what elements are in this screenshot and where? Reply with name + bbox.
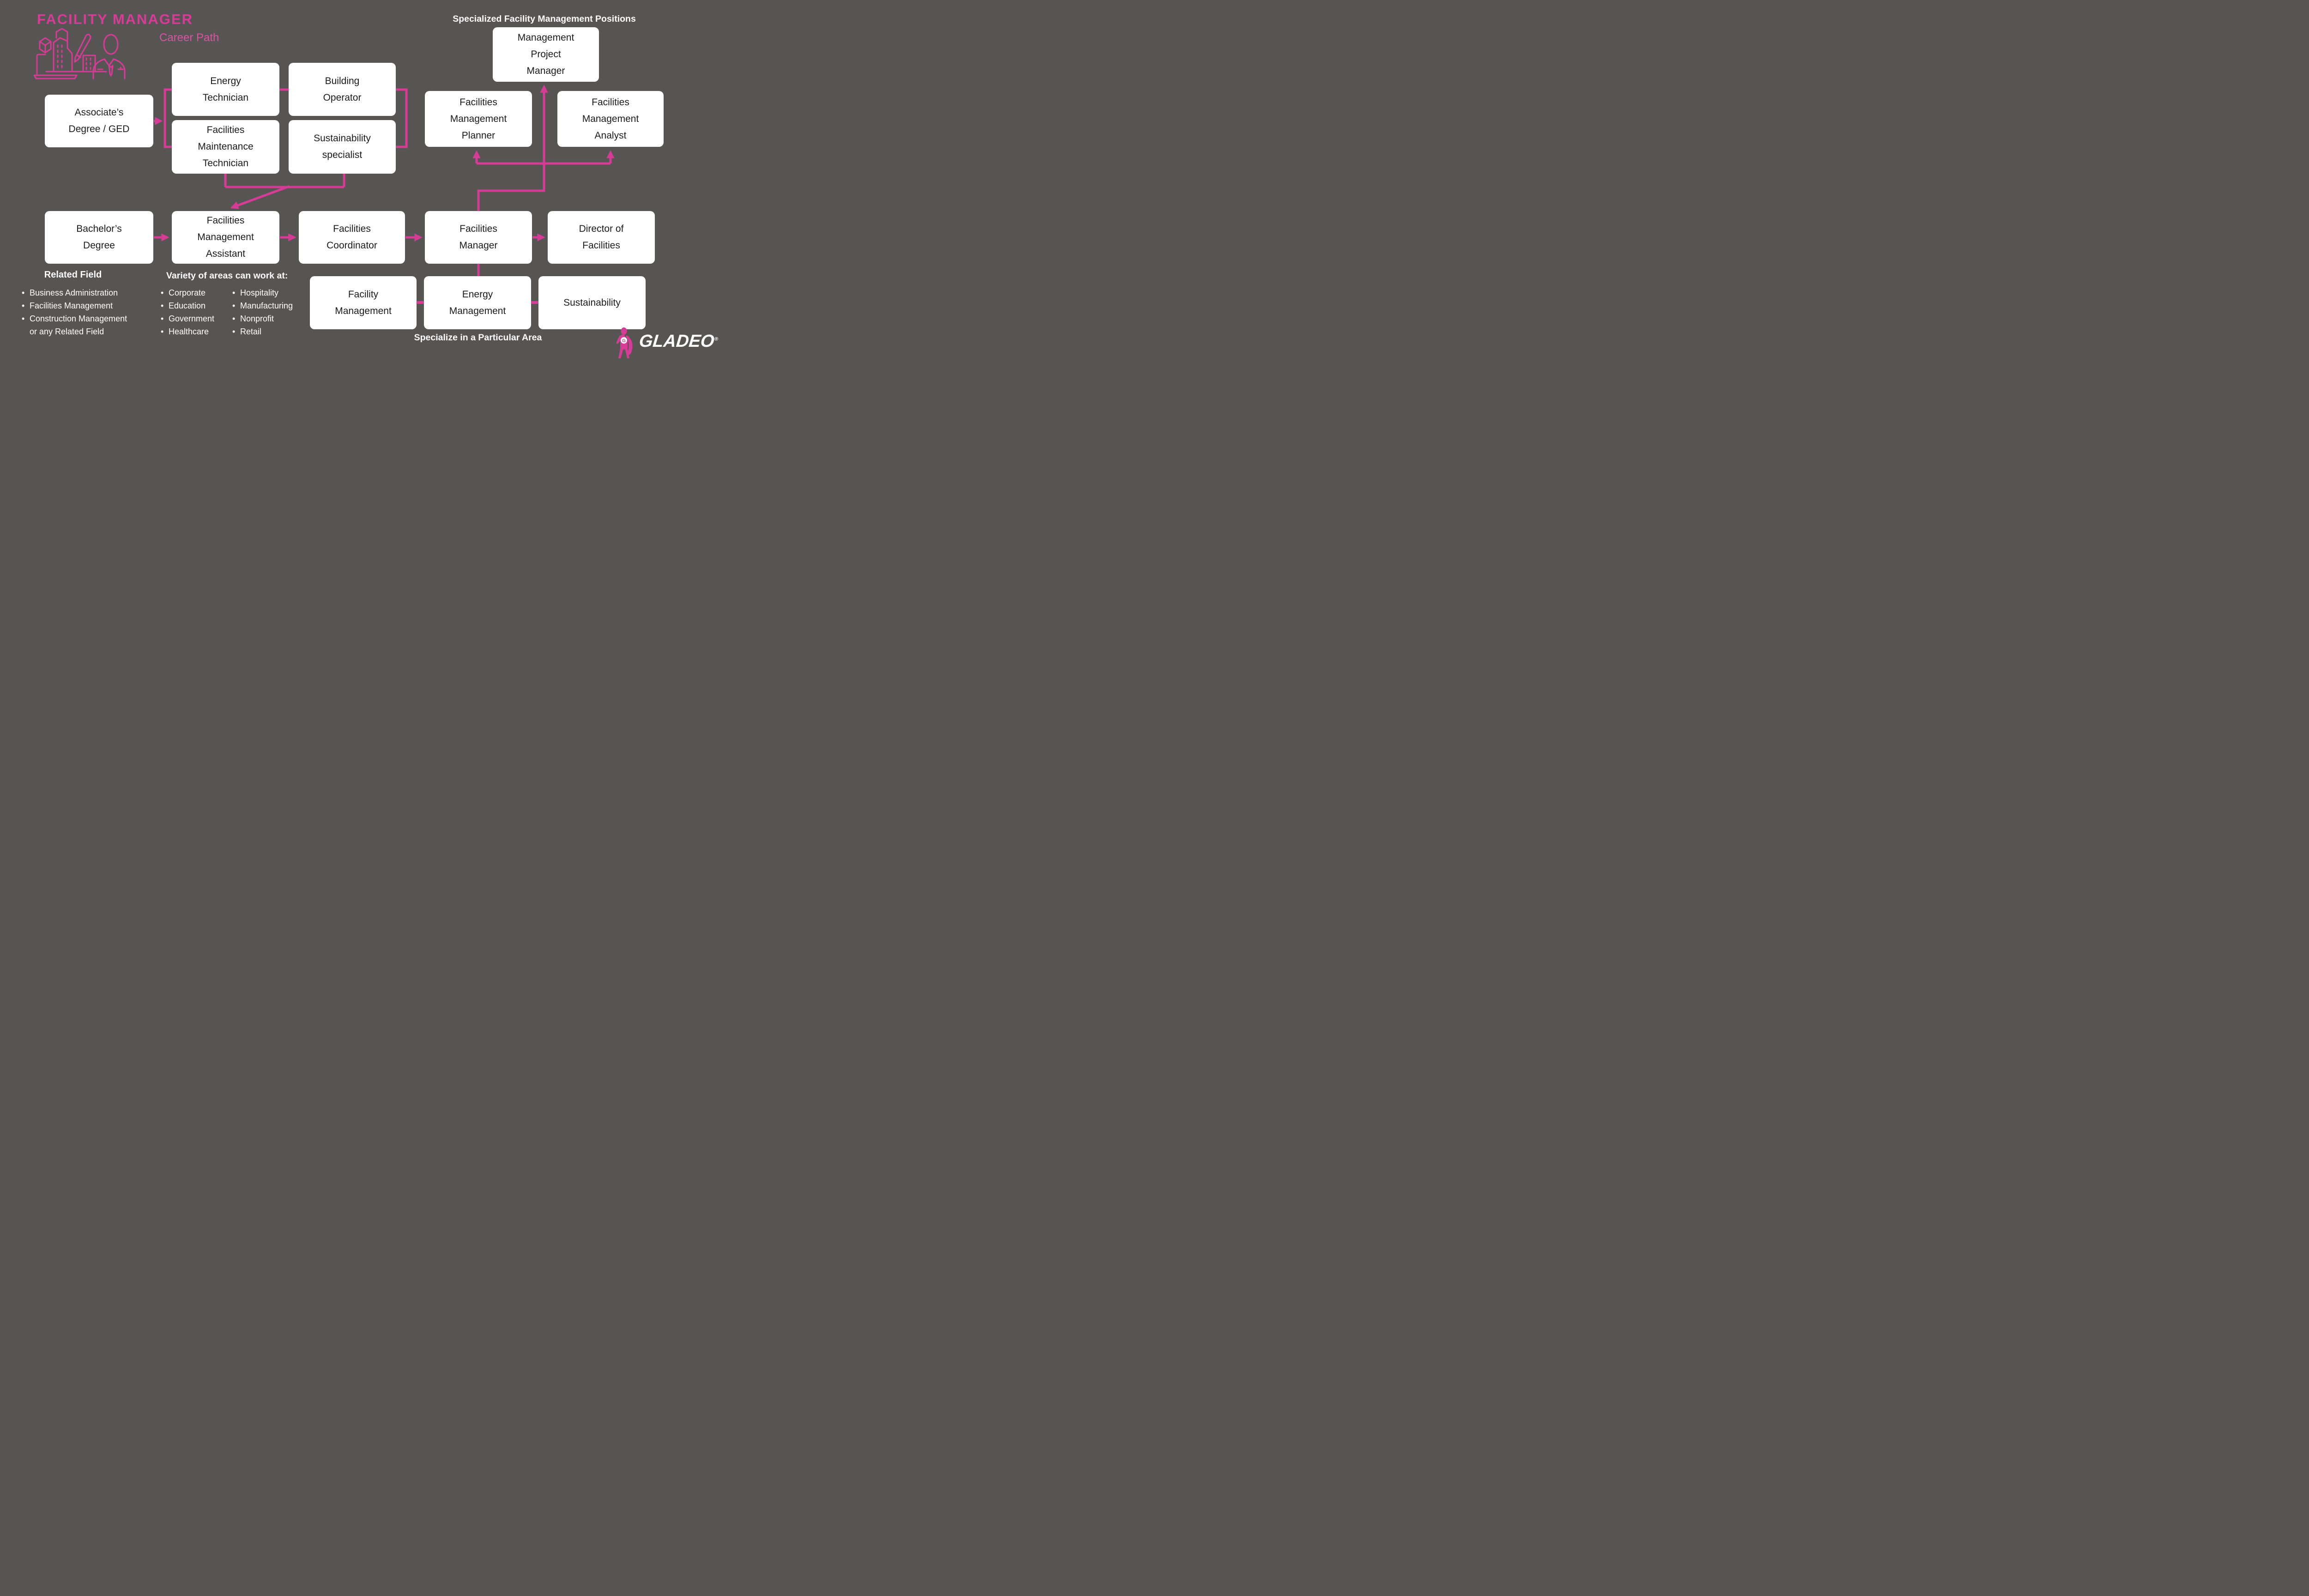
laptop-icon [33, 54, 78, 79]
cube-icon [39, 37, 52, 54]
node-label: Facilities Management Analyst [582, 97, 639, 141]
gladeo-wordmark: GLADEO® [638, 332, 719, 351]
node-management-project-manager: Management Project Manager [493, 27, 599, 82]
related-field-heading: Related Field [44, 270, 102, 280]
arrow-entry-jobs-to-assistant [230, 185, 290, 209]
connector-lines [154, 85, 615, 304]
node-facilities-management-assistant: Facilities Management Assistant [172, 211, 279, 264]
svg-text:G: G [622, 339, 626, 344]
node-energy-management: Energy Management [424, 276, 531, 329]
node-label: Bachelor’s Degree [76, 224, 122, 251]
list-item: Manufacturing [232, 299, 311, 312]
entry-bracket-left [163, 88, 172, 148]
page-subtitle: Career Path [159, 31, 219, 44]
node-label: Facilities Management Planner [450, 97, 507, 141]
related-field-list: Business Administration Facilities Manag… [22, 286, 160, 338]
node-label: Building Operator [323, 75, 362, 103]
node-label: Director of Facilities [579, 224, 624, 251]
node-label: Facilities Maintenance Technician [198, 125, 254, 169]
node-sustainability: Sustainability [538, 276, 646, 329]
person-icon [92, 34, 126, 79]
list-item: Facilities Management [22, 299, 160, 312]
buildings-icon [45, 28, 107, 73]
list-item: Business Administration [22, 286, 160, 299]
arrow-manager-to-project-manager [477, 85, 548, 211]
work-areas-list-col1: Corporate Education Government Healthcar… [161, 286, 230, 338]
node-bachelors-degree: Bachelor’s Degree [45, 211, 153, 264]
list-item: Hospitality [232, 286, 311, 299]
node-facilities-maintenance-technician: Facilities Maintenance Technician [172, 120, 279, 174]
page-title: FACILITY MANAGER [37, 11, 193, 27]
gladeo-logo: G GLADEO® [610, 327, 721, 360]
facility-manager-icon [33, 28, 126, 79]
list-item: Healthcare [161, 325, 230, 338]
node-energy-technician: Energy Technician [172, 63, 279, 116]
node-facilities-management-planner: Facilities Management Planner [425, 91, 532, 147]
list-item: Government [161, 312, 230, 325]
node-label: Facility Management [335, 289, 392, 316]
work-areas-list-col2: Hospitality Manufacturing Nonprofit Reta… [232, 286, 311, 338]
node-label: Energy Management [449, 289, 506, 316]
list-item: Education [161, 299, 230, 312]
list-item: Corporate [161, 286, 230, 299]
node-label: Sustainability specialist [314, 133, 371, 160]
node-label: Management Project Manager [517, 32, 574, 76]
list-item: Nonprofit [232, 312, 311, 325]
gladeo-mascot-icon: G [616, 327, 633, 358]
specialized-positions-heading: Specialized Facility Management Position… [453, 14, 636, 24]
registered-mark: ® [714, 336, 719, 342]
node-facility-management: Facility Management [310, 276, 417, 329]
career-path-infographic: FACILITY MANAGER Career Path [0, 0, 724, 362]
node-facilities-management-analyst: Facilities Management Analyst [557, 91, 664, 147]
specialize-caption: Specialize in a Particular Area [414, 332, 542, 343]
node-label: Sustainability [563, 297, 621, 308]
node-facilities-coordinator: Facilities Coordinator [299, 211, 405, 264]
node-label: Facilities Management Assistant [197, 215, 254, 259]
list-item: Construction Management or any Related F… [22, 312, 160, 338]
node-building-operator: Building Operator [289, 63, 396, 116]
node-sustainability-specialist: Sustainability specialist [289, 120, 396, 174]
node-facilities-manager: Facilities Manager [425, 211, 532, 264]
work-areas-heading: Variety of areas can work at: [166, 271, 288, 281]
node-director-of-facilities: Director of Facilities [548, 211, 655, 264]
pencil-icon [74, 33, 91, 63]
brand-text: GLADEO [638, 332, 715, 351]
node-associates-degree: Associate’s Degree / GED [45, 95, 153, 147]
bracket-building-operator-sustainability [396, 88, 408, 148]
node-label: Facilities Coordinator [326, 224, 377, 251]
node-label: Energy Technician [202, 75, 249, 103]
node-label: Facilities Manager [459, 224, 498, 251]
node-label: Associate’s Degree / GED [68, 107, 130, 134]
list-item: Retail [232, 325, 311, 338]
